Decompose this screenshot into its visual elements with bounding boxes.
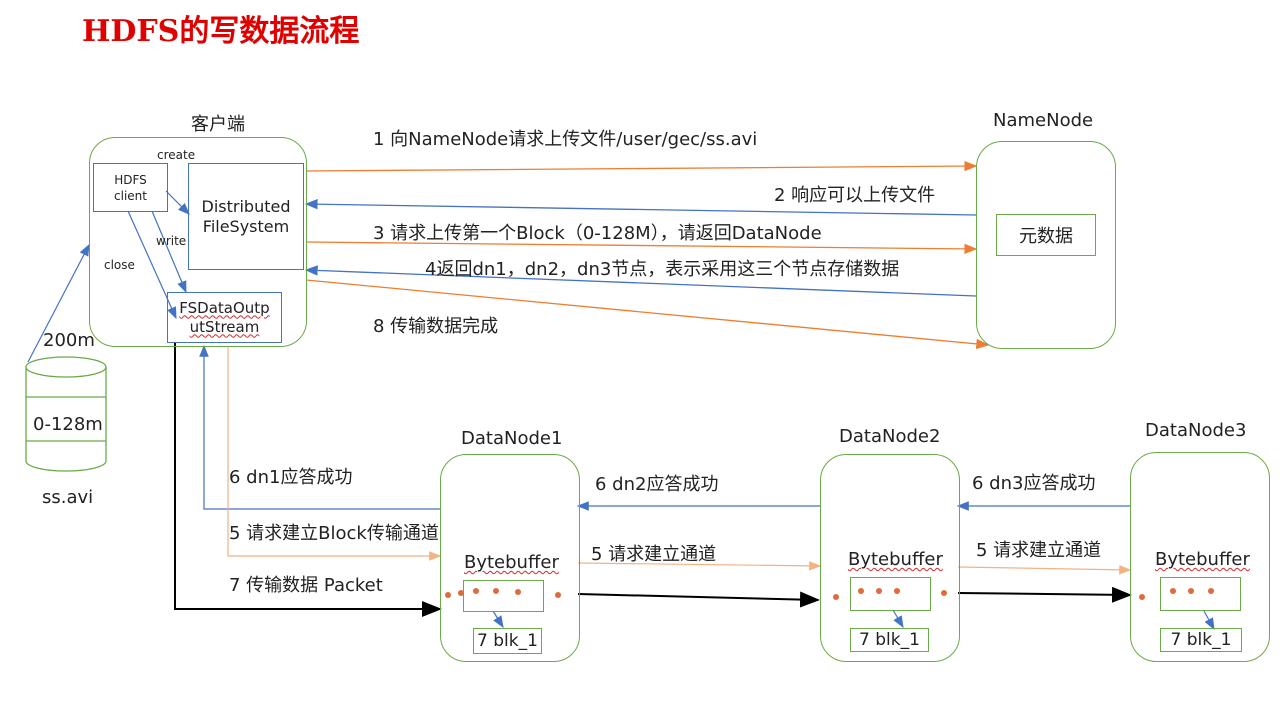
arrow-create (165, 190, 190, 215)
file-name-label: ss.avi (42, 487, 94, 508)
arrow-dn3-pipeline (957, 565, 1132, 575)
datanode1-buffer-box (463, 580, 544, 612)
client-node (89, 137, 307, 347)
hdfs-client-label: HDFS client (114, 172, 147, 203)
step4-label: 4返回dn1，dn2，dn3节点，表示采用这三个节点存储数据 (425, 259, 900, 280)
fsdata-stream-box: FSDataOutp utStream (167, 292, 282, 343)
datanode2-block-label: 7 blk_1 (859, 630, 920, 650)
datanode3-block-box: 7 blk_1 (1160, 628, 1242, 652)
arrow-dn1-to-dn2-data (577, 591, 820, 608)
step3-label: 3 请求上传第一个Block（0-128M），请返回DataNode (373, 223, 822, 244)
arrow-buffer-to-block-3 (1203, 610, 1215, 631)
write-label: write (156, 234, 187, 248)
dn3-pipeline-label: 5 请求建立通道 (976, 540, 1102, 561)
arrow-buffer-to-block-1 (492, 610, 504, 629)
file-block-label: 0-128m (33, 414, 103, 435)
arrow-dn2-pipeline (577, 561, 822, 571)
arrow-file-upload (27, 243, 90, 363)
datanode1-node (440, 454, 580, 662)
datanode1-block-label: 7 blk_1 (477, 631, 538, 651)
datanode3-buffer-box (1160, 577, 1241, 611)
datanode1-block-box: 7 blk_1 (473, 628, 542, 654)
datanode1-label: DataNode1 (461, 428, 563, 449)
arrow-step4 (304, 265, 977, 297)
close-label: close (104, 258, 135, 272)
dn1-pipeline-label: 5 请求建立Block传输通道 (229, 523, 439, 544)
arrow-dn1-ack (199, 344, 440, 510)
file-cylinder (25, 356, 107, 472)
file-size-label: 200m (43, 330, 95, 351)
arrow-step8 (305, 279, 990, 350)
datanode2-block-box: 7 blk_1 (850, 628, 929, 652)
arrow-dn1-pipeline (227, 346, 442, 561)
datanode2-buffer-label: Bytebuffer (848, 549, 943, 570)
arrow-write (151, 210, 187, 294)
hdfs-client-box: HDFS client (93, 163, 168, 212)
datanode3-block-label: 7 blk_1 (1170, 630, 1232, 650)
dn2-pipeline-label: 5 请求建立通道 (591, 544, 717, 565)
step1-label: 1 向NameNode请求上传文件/user/gec/ss.avi (373, 129, 758, 150)
step2-label: 2 响应可以上传文件 (774, 185, 936, 206)
datanode2-node (820, 454, 960, 662)
datanode3-buffer-label: Bytebuffer (1155, 549, 1250, 570)
datanode3-label: DataNode3 (1145, 420, 1247, 441)
page-title: HDFS的写数据流程 (82, 14, 360, 49)
distributed-fs-box: Distributed FileSystem (188, 163, 304, 270)
metadata-label: 元数据 (1019, 226, 1073, 247)
packet-label: 7 传输数据 Packet (229, 575, 383, 596)
distributed-fs-label: Distributed FileSystem (201, 196, 291, 236)
fsdata-stream-label: FSDataOutp utStream (179, 298, 270, 336)
datanode1-buffer-label: Bytebuffer (464, 552, 559, 573)
datanode3-node (1130, 452, 1270, 662)
client-label: 客户端 (191, 114, 245, 135)
arrow-buffer-to-block-2 (892, 609, 904, 629)
dn2-ack-label: 6 dn2应答成功 (595, 474, 719, 495)
metadata-box: 元数据 (996, 214, 1096, 256)
datanode2-label: DataNode2 (839, 426, 941, 447)
namenode-node (976, 141, 1116, 349)
dn1-ack-label: 6 dn1应答成功 (229, 467, 353, 488)
packet-dots (445, 588, 1214, 600)
create-label: create (157, 148, 196, 162)
dn3-ack-label: 6 dn3应答成功 (972, 473, 1096, 494)
arrow-close (127, 210, 177, 320)
arrow-packet (174, 343, 442, 617)
arrow-dn2-to-dn3-data (957, 586, 1132, 603)
arrow-step1 (305, 160, 978, 172)
namenode-label: NameNode (993, 110, 1094, 131)
arrow-step2 (304, 198, 977, 216)
datanode2-buffer-box (850, 577, 931, 611)
arrow-step3 (305, 241, 978, 255)
step8-label: 8 传输数据完成 (373, 316, 499, 337)
